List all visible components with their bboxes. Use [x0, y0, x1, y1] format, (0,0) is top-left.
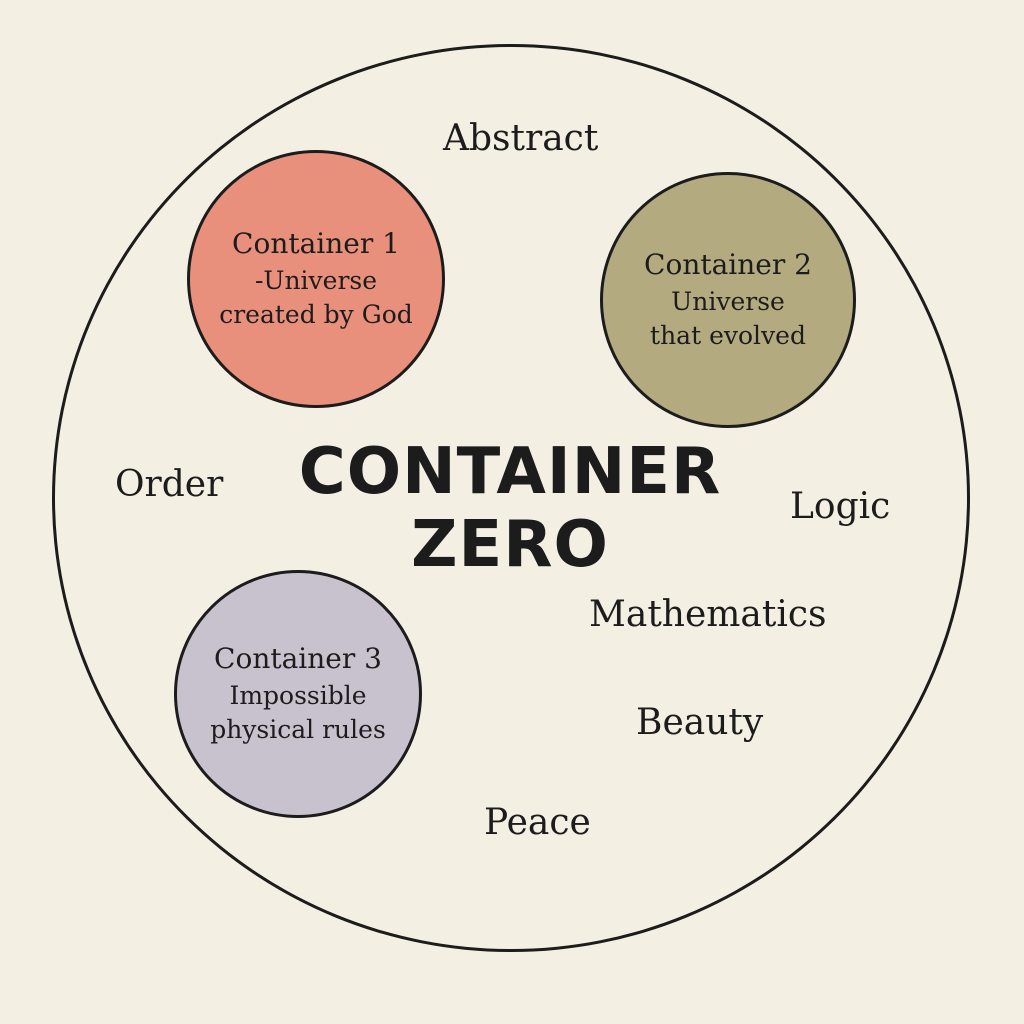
container-2-line-1: Universe [671, 287, 785, 316]
container-1-title: Container 1 [232, 227, 400, 260]
container-3-line-1: Impossible [229, 681, 367, 710]
container-3-circle: Container 3 Impossible physical rules [174, 570, 422, 818]
container-1-line-2: created by God [219, 300, 413, 329]
concept-peace: Peace [484, 802, 591, 843]
container-2-circle: Container 2 Universe that evolved [600, 172, 856, 428]
concept-beauty: Beauty [636, 702, 764, 743]
main-title-line-2: ZERO [411, 508, 609, 582]
container-3-title: Container 3 [214, 642, 382, 675]
main-title-line-1: CONTAINER [298, 435, 722, 509]
container-1-circle: Container 1 -Universe created by God [187, 150, 445, 408]
container-2-title: Container 2 [644, 248, 812, 281]
concept-abstract: Abstract [443, 118, 599, 159]
container-1-line-1: -Universe [254, 266, 378, 295]
container-2-line-2: that evolved [650, 321, 806, 350]
container-zero-circle [52, 44, 970, 952]
concept-order: Order [115, 464, 224, 505]
container-3-line-2: physical rules [210, 715, 386, 744]
concept-mathematics: Mathematics [589, 594, 827, 635]
concept-logic: Logic [790, 486, 891, 527]
